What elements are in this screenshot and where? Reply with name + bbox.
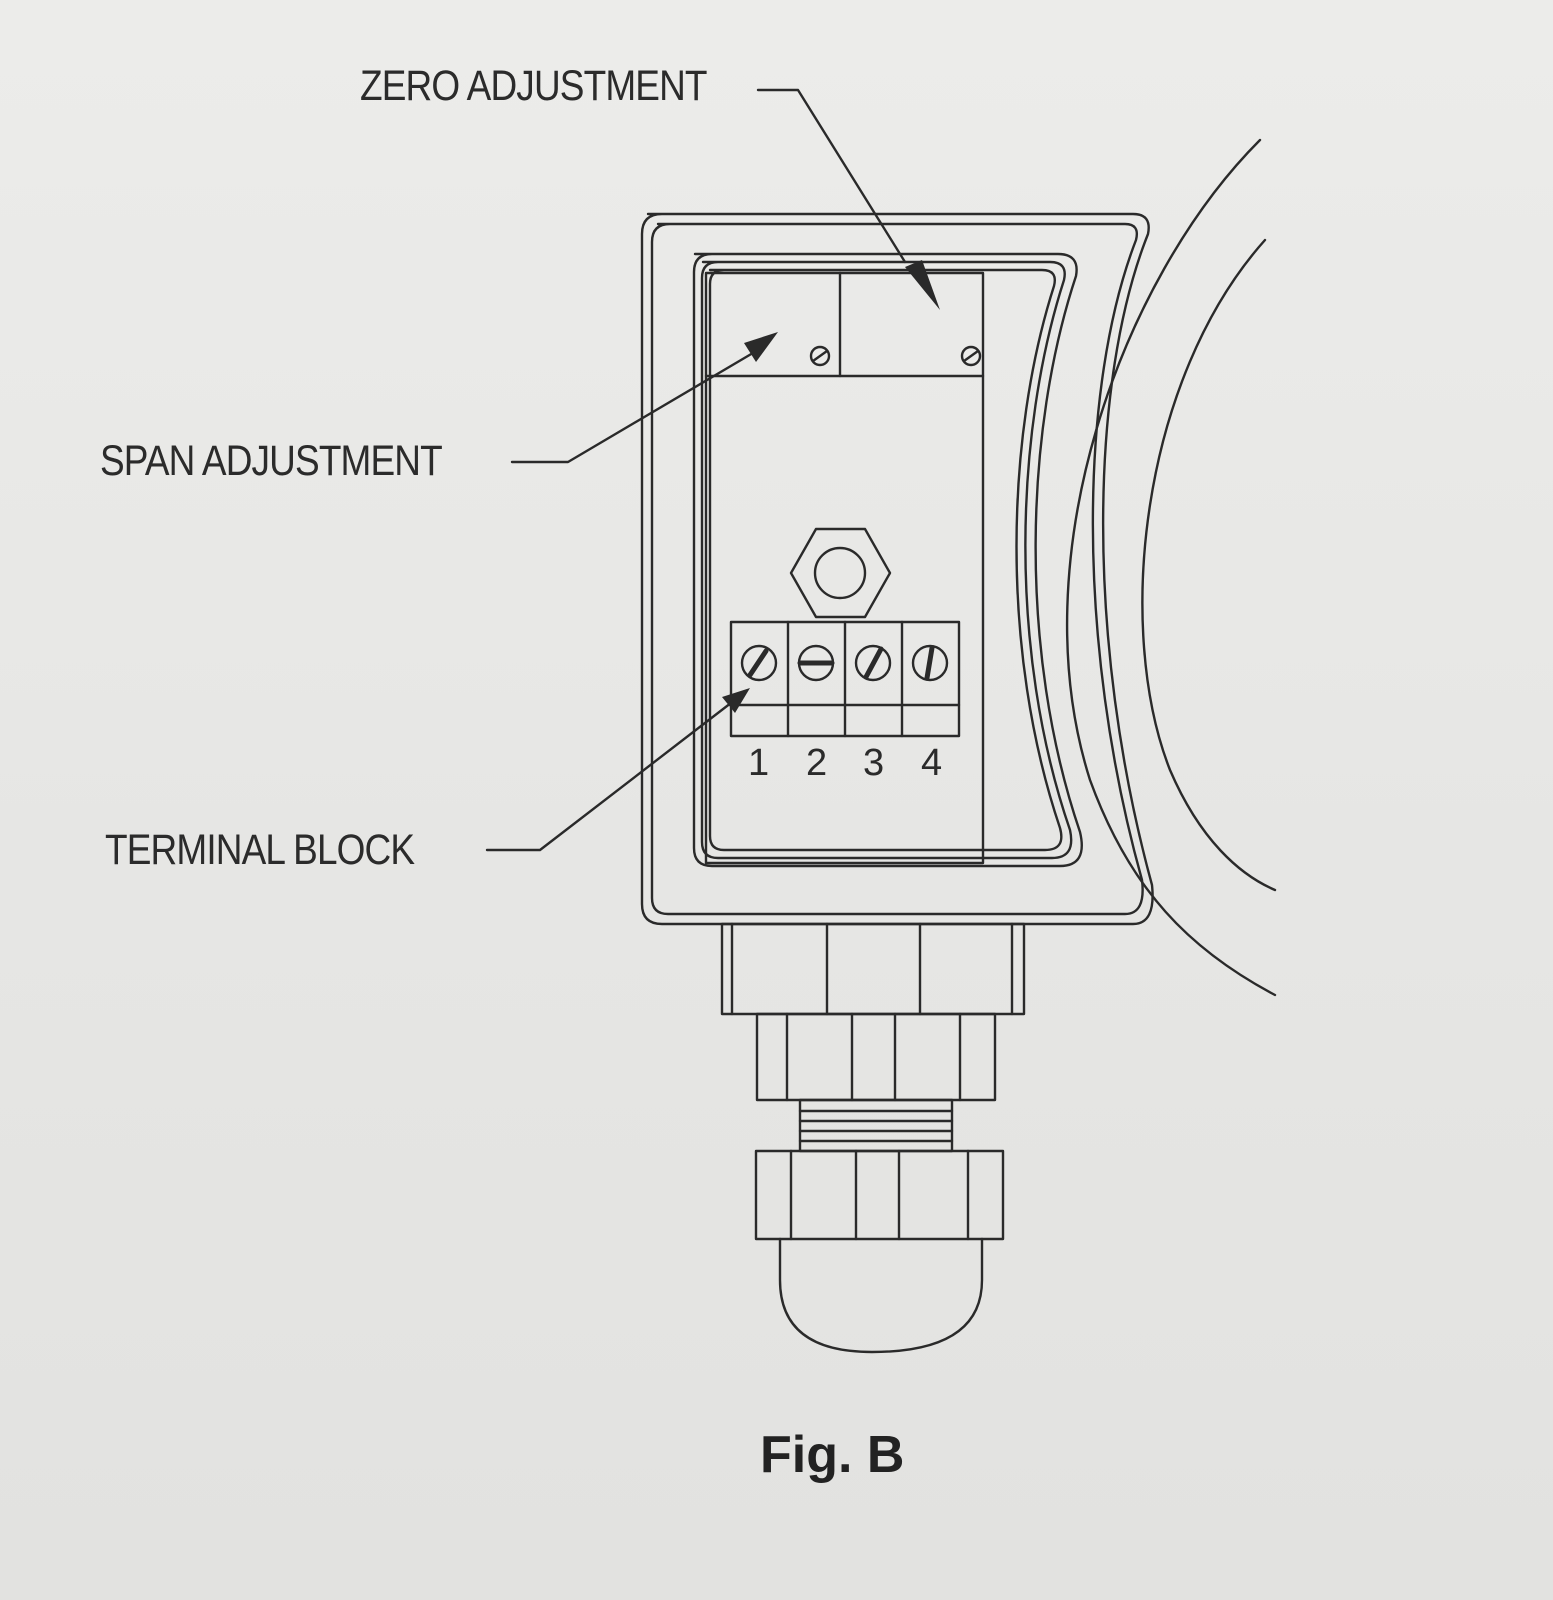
junction-box-outline [640, 212, 1154, 926]
cable-gland [720, 922, 1026, 1354]
zero-adjustment-label: ZERO ADJUSTMENT [360, 62, 708, 110]
terminal-block-label: TERMINAL BLOCK [105, 826, 415, 874]
span-pot-screw [809, 345, 831, 367]
terminal-number-1: 1 [748, 742, 770, 784]
terminal-block [729, 620, 961, 738]
figure-caption: Fig. B [760, 1426, 905, 1484]
zero-adjustment-leader [756, 88, 940, 310]
housing-arcs [1065, 138, 1277, 997]
terminal-block-leader [485, 688, 750, 852]
terminal-number-4: 4 [921, 742, 943, 784]
span-adjustment-leader [510, 332, 778, 464]
zero-pot-screw [960, 345, 982, 367]
terminal-number-3: 3 [863, 742, 885, 784]
circuit-board [704, 271, 985, 865]
span-adjustment-label: SPAN ADJUSTMENT [100, 437, 443, 485]
terminal-screws [740, 644, 949, 682]
terminal-number-2: 2 [806, 742, 828, 784]
hex-nut [789, 527, 892, 619]
